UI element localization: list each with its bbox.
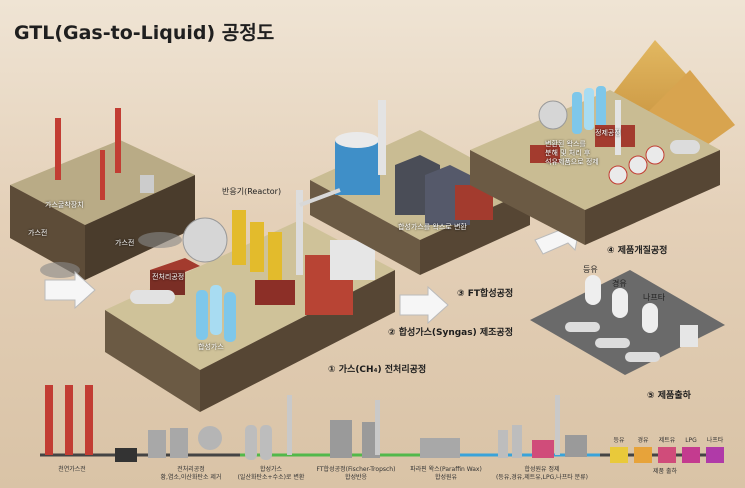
stage-2-label: ② 합성가스(Syngas) 제조공정 [388, 328, 513, 338]
flow-arrow-2 [399, 285, 449, 325]
pipe-1 [299, 188, 341, 207]
ft-wax-label: 합성가스를 왁스로 변환 [398, 223, 467, 231]
flow-arrow-1 [44, 270, 96, 310]
flow-step-1: 천연가스전 [58, 466, 86, 473]
stage-4-label: ④ 제품개질공정 [607, 246, 668, 256]
refine-desc: 변환된 왁스를 분해 및 처리 후 석유제품으로 정제 [545, 140, 599, 166]
tank-label-light: 경유 [612, 279, 627, 288]
flow-step-4: FT합성공정(Fischer-Tropsch)합성반응 [316, 466, 396, 481]
gas-collection-label: 가스굴착장치 [45, 201, 84, 209]
shipping-platform [530, 270, 725, 375]
flow-step-3: 합성가스(일산화탄소+수소)로 변환 [237, 466, 305, 481]
refining-platform [470, 86, 720, 245]
product-label-2: 경유 [637, 437, 649, 444]
syngas-platform [105, 190, 395, 412]
ft-platform [310, 100, 530, 275]
flow-strip [40, 385, 724, 463]
pretreatment-label: 전처리공정 [152, 273, 185, 281]
tank-label-naphtha: 나프타 [643, 293, 666, 302]
gas-field-label-1: 가스전 [28, 229, 48, 237]
flow-step-7: 제품 출하 [653, 468, 677, 475]
gas-field-label-2: 가스전 [115, 239, 135, 247]
product-label-4: LPG [685, 437, 697, 444]
syngas-label: 합성가스 [198, 343, 224, 351]
gas-field-platform [10, 108, 195, 280]
stage-3-label: ③ FT합성공정 [457, 289, 514, 299]
flow-step-6: 합성원유 정제(등유,경유,제트유,LPG,나프타 분류) [495, 466, 589, 481]
refinery-label: 정제공정 [595, 129, 621, 137]
product-label-1: 등유 [613, 437, 625, 444]
product-label-5: 나프타 [706, 437, 724, 444]
flow-step-5: 파라핀 왁스(Paraffin Wax)합성원유 [410, 466, 482, 481]
product-label-3: 제트유 [658, 437, 676, 444]
stage-5-label: ⑤ 제품출하 [647, 391, 691, 401]
tank-label-diesel: 등유 [583, 265, 598, 274]
stage-1-label: ① 가스(CH₄) 전처리공정 [328, 365, 427, 375]
page-title: GTL(Gas-to-Liquid) 공정도 [14, 22, 275, 44]
reactor-label: 반응기(Reactor) [222, 187, 282, 196]
